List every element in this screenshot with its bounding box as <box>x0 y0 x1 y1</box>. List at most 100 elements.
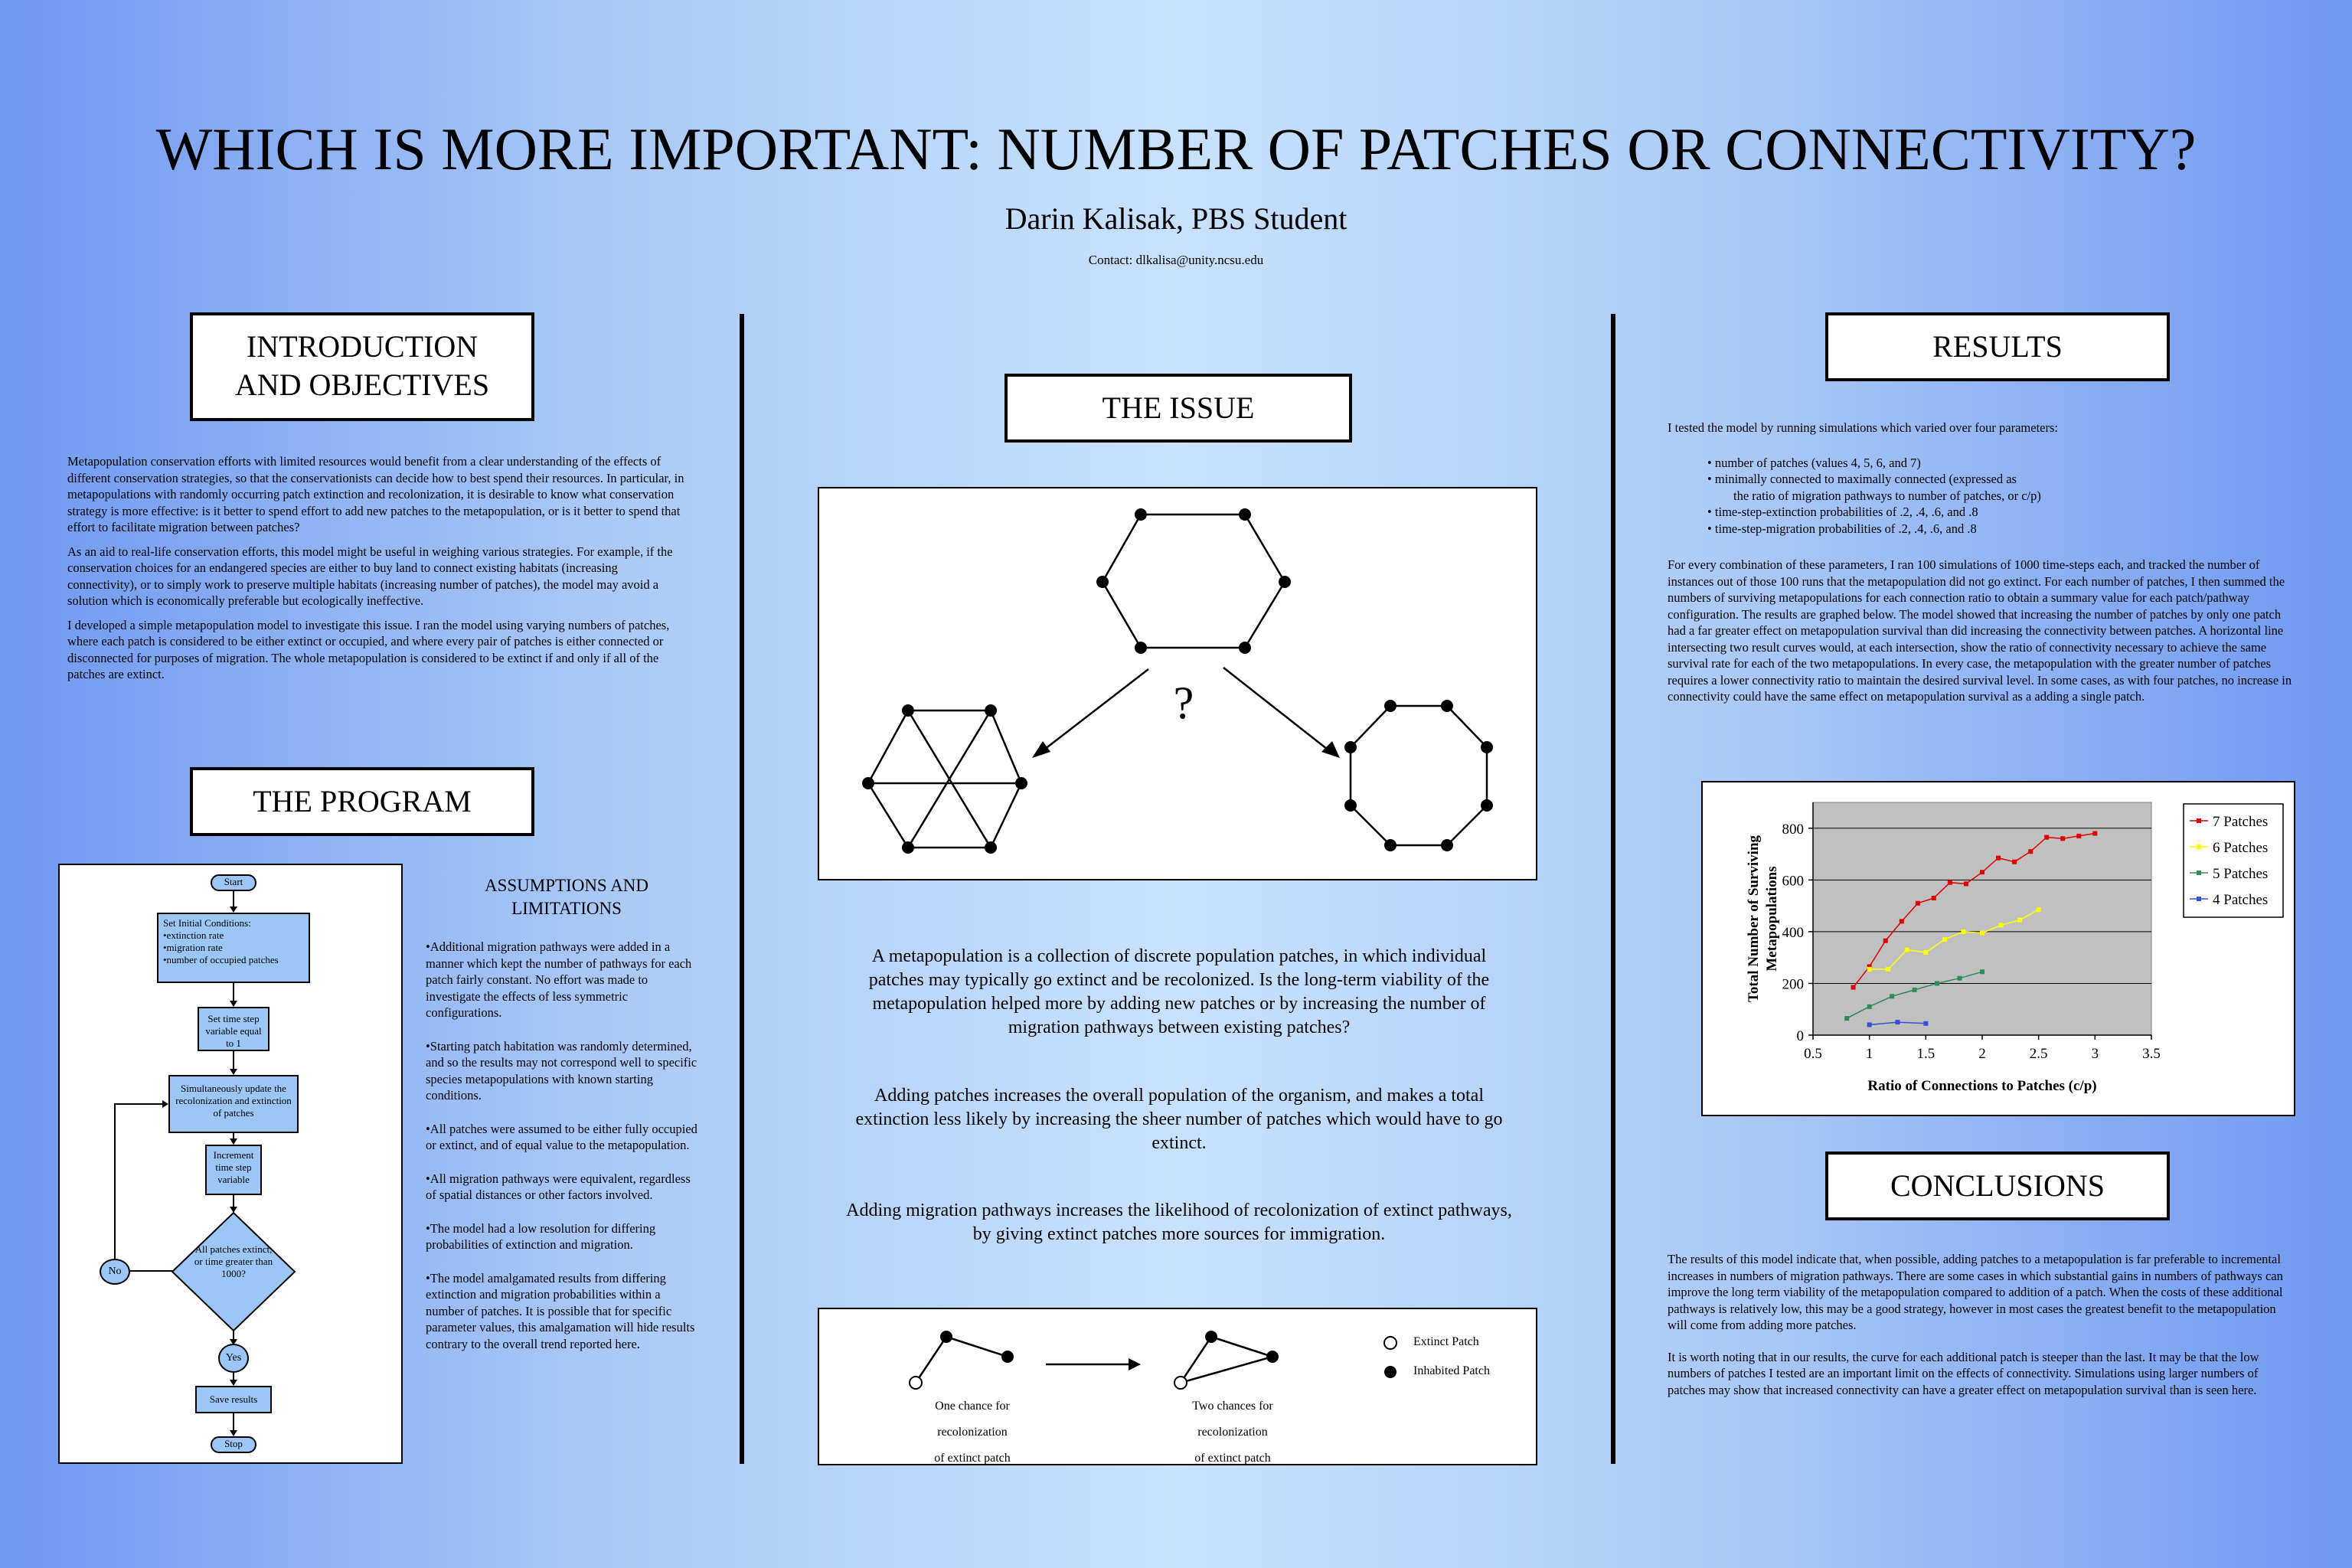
flow-init-item: •number of occupied patches <box>163 954 279 965</box>
legend-swatch-marker <box>2197 871 2201 875</box>
chart-series-line <box>1869 909 2040 970</box>
results-heading: RESULTS <box>1932 329 2063 364</box>
recolonization-diagram <box>909 1331 1397 1390</box>
poster-title: WHICH IS MORE IMPORTANT: NUMBER OF PATCH… <box>155 116 2197 182</box>
flowchart-connectors <box>114 890 296 1436</box>
assumption-item: •Additional migration pathways were adde… <box>426 939 692 1020</box>
assumptions-heading: ASSUMPTIONS AND LIMITATIONS <box>426 874 707 920</box>
chart-plot-area <box>1812 802 2152 1036</box>
chart-data-point <box>1957 975 1962 981</box>
flow-update: Simultaneously update the recolonization… <box>168 1075 299 1133</box>
chart-data-point <box>1867 966 1872 972</box>
author-line: Darin Kalisak, PBS Student <box>1004 201 1348 236</box>
chart-y-tick-label: 200 <box>1782 976 1805 992</box>
one-chance-caption: One chance for recolonization of extinct… <box>896 1393 1049 1472</box>
caption-line: of extinct patch <box>934 1452 1011 1465</box>
intro-heading-line1: INTRODUCTION <box>246 329 479 364</box>
assumption-item: •The model had a low resolution for diff… <box>426 1220 656 1253</box>
results-bullet: • number of patches (values 4, 5, 6, and… <box>1707 455 1921 470</box>
chart-y-tick-label: 0 <box>1797 1028 1805 1044</box>
caption-line: One chance for <box>935 1400 1010 1413</box>
chart-data-point <box>1890 994 1895 999</box>
chart-data-point <box>1935 981 1940 986</box>
chart-data-point <box>1844 1016 1850 1021</box>
assumption-item: •The model amalgamated results from diff… <box>426 1270 695 1351</box>
question-mark: ? <box>1174 678 1194 728</box>
assumptions-heading-line1: ASSUMPTIONS AND <box>484 876 649 895</box>
chart-data-point <box>1980 969 1984 975</box>
conclusions-paragraph: The results of this model indicate that,… <box>1668 1252 2283 1332</box>
chart-data-point <box>1915 900 1920 906</box>
results-bullet: • time-step-migration probabilities of .… <box>1707 521 1977 536</box>
program-heading: THE PROGRAM <box>253 784 472 818</box>
column-divider-left <box>740 314 744 1464</box>
flow-start: Start <box>211 874 256 891</box>
flow-save-results: Save results <box>195 1386 272 1413</box>
issue-paragraph-3: Adding migration pathways increases the … <box>846 1200 1512 1244</box>
chart-x-tick-label: 2 <box>1978 1046 1986 1062</box>
chart-y-label-line2: Metapopulations <box>1764 866 1780 971</box>
chart-data-point <box>1980 930 1984 936</box>
caption-line: Two chances for <box>1192 1400 1273 1413</box>
flow-set-time: Set time step variable equal to 1 <box>198 1007 270 1051</box>
results-bullet: • time-step-extinction probabilities of … <box>1707 505 1978 519</box>
issue-heading-box: THE ISSUE <box>1004 374 1352 443</box>
transition-arrow-head <box>1129 1358 1141 1370</box>
flowchart-panel: Start Set Initial Conditions: •extinctio… <box>58 864 403 1464</box>
network-diagram: ? <box>862 508 1493 854</box>
intro-heading-line2: AND OBJECTIVES <box>234 368 490 402</box>
results-parameter-list: • number of patches (values 4, 5, 6, and… <box>1707 455 2295 537</box>
chart-data-point <box>2076 833 2082 838</box>
chart-data-point <box>2092 831 2098 836</box>
flow-increment: Increment time step variable <box>205 1145 262 1195</box>
intro-paragraph: As an aid to real-life conservation effo… <box>67 544 673 609</box>
results-bullet: • minimally connected to maximally conne… <box>1707 472 2017 486</box>
results-text: I tested the model by running simulation… <box>1668 420 2295 713</box>
extinct-legend-marker <box>1383 1336 1397 1350</box>
chart-x-tick-label: 3 <box>2092 1046 2099 1062</box>
chart-data-point <box>1899 919 1904 924</box>
legend-entry: 4 Patches <box>2213 892 2268 908</box>
legend-entry: 7 Patches <box>2213 814 2268 830</box>
issue-heading: THE ISSUE <box>1102 390 1255 425</box>
chart-series-line <box>1853 832 2096 988</box>
caption-line: recolonization <box>937 1426 1008 1439</box>
results-paragraph: For every combination of these parameter… <box>1668 557 2292 704</box>
legend-entry: 5 Patches <box>2213 866 2268 882</box>
legend-swatch-marker <box>2197 818 2201 823</box>
intro-paragraph: I developed a simple metapopulation mode… <box>67 617 670 682</box>
chart-data-point <box>1912 987 1917 992</box>
decision-diamond <box>171 1211 296 1332</box>
issue-diagram-panel: ? <box>818 487 1537 880</box>
two-chances-caption: Two chances for recolonization of extinc… <box>1156 1393 1309 1472</box>
conclusions-heading: CONCLUSIONS <box>1890 1168 2105 1203</box>
assumptions-list: •Additional migration pathways were adde… <box>426 939 698 1369</box>
column-divider-right <box>1611 314 1615 1464</box>
chart-series <box>1844 831 2098 1027</box>
chart-data-point <box>1923 949 1929 955</box>
caption-line: recolonization <box>1197 1426 1268 1439</box>
chart-data-point <box>1996 855 2001 861</box>
chart-x-tick-label: 1.5 <box>1916 1046 1935 1062</box>
conclusions-text: The results of this model indicate that,… <box>1668 1251 2295 1406</box>
issue-paragraph-1: A metapopulation is a collection of disc… <box>868 946 1490 1037</box>
inhabited-legend-label: Inhabited Patch <box>1413 1364 1490 1377</box>
chart-data-point <box>2036 907 2041 913</box>
chart-data-point <box>1851 985 1856 990</box>
assumptions-heading-line2: LIMITATIONS <box>511 899 622 918</box>
assumption-item: •All patches were assumed to be either f… <box>426 1121 697 1153</box>
flow-decision: All patches extinct, or time greater tha… <box>194 1243 273 1279</box>
flow-init-item: •extinction rate <box>163 929 224 941</box>
chart-data-point <box>2044 835 2050 840</box>
chart-y-tick-label: 600 <box>1782 873 1805 889</box>
chart-y-tick-label: 800 <box>1782 822 1805 838</box>
chart-data-point <box>1886 966 1891 972</box>
intro-text: Metapopulation conservation efforts with… <box>67 453 689 691</box>
contact-line: Contact: dlkalisa@unity.ncsu.edu <box>1088 253 1264 267</box>
chart-data-point <box>2012 859 2017 864</box>
results-bullet: the ratio of migration pathways to numbe… <box>1733 488 2041 503</box>
extinct-legend-label: Extinct Patch <box>1413 1335 1479 1348</box>
chart-data-point <box>1867 964 1872 969</box>
chart-data-point <box>1963 881 1968 887</box>
